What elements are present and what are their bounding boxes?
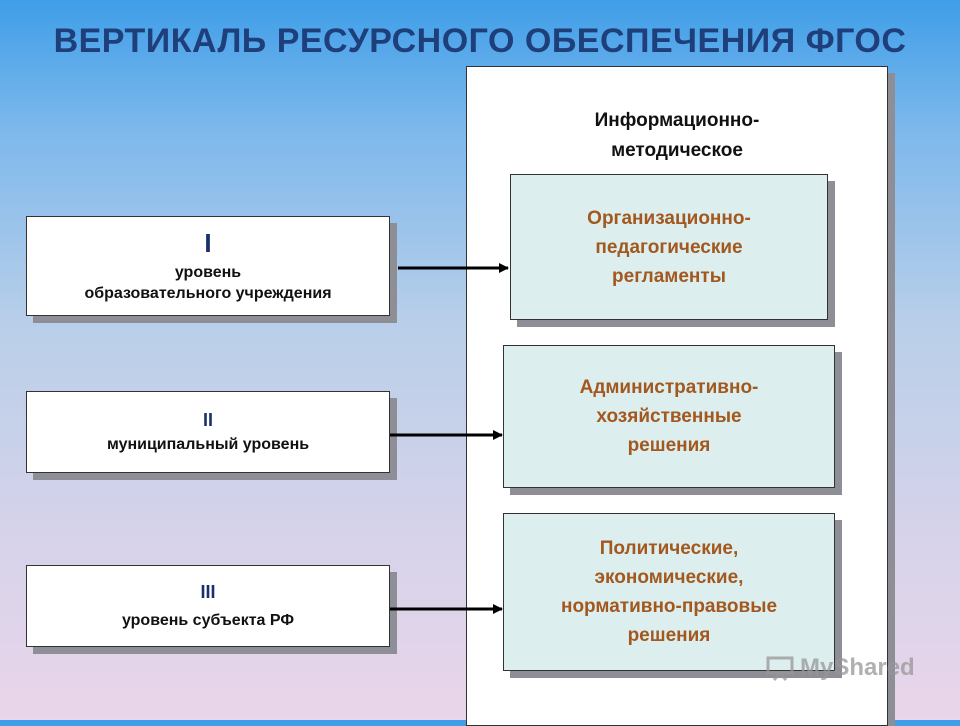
watermark: MyShared: [766, 654, 915, 682]
diagram-title: ВЕРТИКАЛЬ РЕСУРСНОГО ОБЕСПЕЧЕНИЯ ФГОС: [53, 22, 907, 60]
watermark-text: MyShared: [800, 654, 915, 681]
level-1-box: I уровень образовательного учреждения: [26, 216, 390, 316]
resource-box-1: Организационно- педагогические регламент…: [510, 174, 828, 320]
panel-heading: Информационно- методическое: [594, 110, 760, 161]
level-2-label: муниципальный уровень: [106, 435, 310, 453]
level-3-number: III: [200, 581, 216, 602]
level-3-label: уровень субъекта РФ: [121, 611, 295, 629]
level-2-box: II муниципальный уровень: [26, 391, 390, 473]
resource-box-2: Административно- хозяйственные решения: [503, 345, 835, 488]
level-2-number: II: [202, 409, 213, 430]
presentation-icon: [766, 655, 796, 681]
level-3-box: III уровень субъекта РФ: [26, 565, 390, 647]
resource-box-3: Политические, экономические, нормативно-…: [503, 513, 835, 671]
level-1-label: уровень образовательного учреждения: [84, 264, 332, 302]
level-1-number: I: [204, 228, 212, 258]
